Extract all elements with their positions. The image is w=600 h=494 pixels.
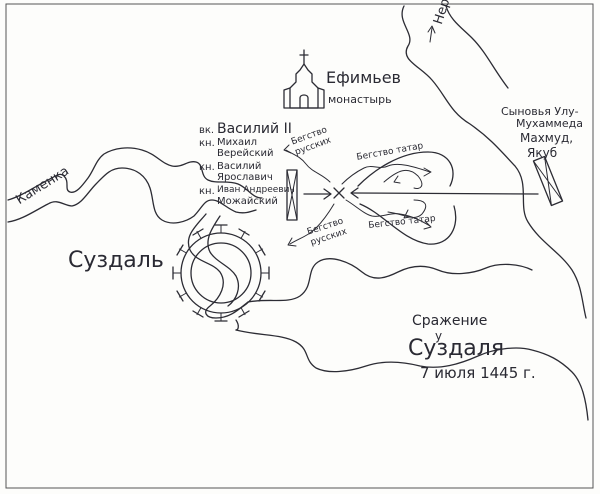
tatar-leader-1: Махмуд, [520,131,574,145]
tatar-flight-top-arrowhead [423,167,432,177]
tatar-pincer-inner-bottom [387,199,427,218]
russian-flight-bottom-arrowhead [287,237,297,247]
commander-name: Михаил [217,137,258,148]
tatar-header-line2: Мухаммеда [516,117,583,130]
tatar-army-marker [532,155,564,207]
tatar-pincer-bottom [359,203,457,245]
kamenka-through-city [187,213,249,319]
nerl-river-left-bank [401,5,587,319]
kamenka-river-upper-bank [7,147,263,201]
russian-flight-bottom-arrow [289,203,335,245]
russian-army-marker [286,169,298,221]
commander-rank: вк. [199,125,215,136]
nerl-river-right-bank [445,5,509,89]
commander-name: Ярославич [217,172,273,183]
russian-commanders-list: вк. Василий II кн. Михаил Верейский кн. … [199,122,295,210]
clash-marker [333,187,345,199]
suzdal-city-label: Суздаль [68,248,164,273]
battle-title-line3: Суздаля [408,336,505,361]
tatar-pincer-inner-top [383,169,423,189]
monastery-subtitle: монастырь [328,93,392,106]
suzdal-fortress [172,224,270,322]
monastery-name: Ефимьев [326,68,401,87]
tatar-pincer-top [357,151,454,187]
commander-name: Верейский [217,148,274,159]
battle-date: 7 июля 1445 г. [420,364,536,382]
tatar-header-line1: Сыновья Улу- [501,105,579,118]
commander-rank: кн. [199,186,215,197]
commander-rank: кн. [199,162,215,173]
nerl-direction-arrowhead [427,25,436,34]
kamenka-link [235,319,239,331]
sheet-border [5,3,594,489]
battle-title-line2: у [435,329,443,343]
tatar-flight-top-arrow [341,163,431,185]
nerl-direction-arrow [429,27,433,43]
tatar-pincer-arrowhead-bottom [403,209,411,219]
russian-flight-top-arrowhead [283,144,292,154]
tatar-leader-2: Якуб [527,146,558,160]
commander-name: Василий [217,161,262,172]
monastery-icon [283,49,325,109]
tatar-flight-bottom-arrow [345,199,431,227]
russian-advance-arrowhead [323,188,332,200]
commander-name: Иван Андреевич [217,185,295,195]
tatar-advance-arrow [351,192,539,195]
commander-rank: кн. [199,138,215,149]
commander-name: Можайский [217,196,278,207]
tatar-flight-bottom-arrowhead [423,220,432,230]
russian-flight-top-arrow [285,149,331,183]
tatar-advance-arrowhead [350,187,359,199]
battle-title-line1: Сражение [412,313,488,329]
kamenka-lower-course [247,258,533,303]
kamenka-river-lower-bank [7,167,257,224]
kamenka-lower-course-2 [235,329,589,421]
tatar-pincer-arrowhead-top [393,175,401,184]
kamenka-through-city-2 [207,215,240,307]
commander-name: Василий II [217,121,292,137]
